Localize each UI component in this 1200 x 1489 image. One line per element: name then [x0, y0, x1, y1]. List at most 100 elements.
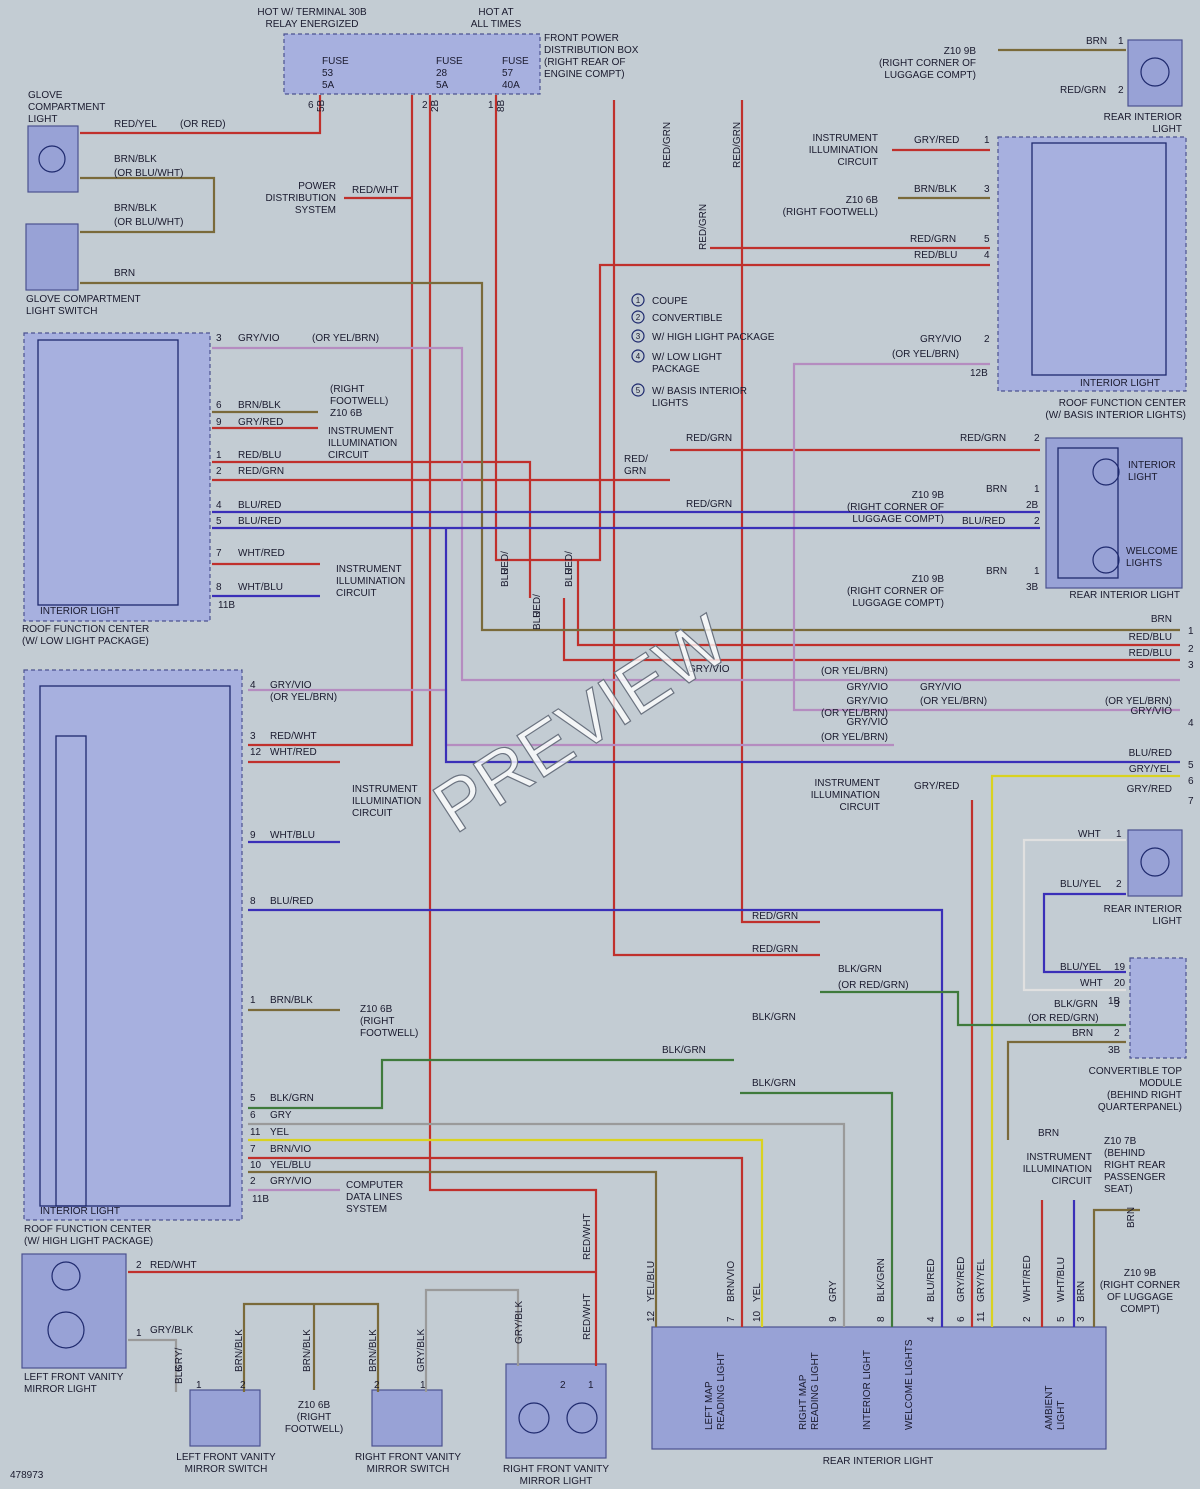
rfc-basis-wire-4: GRY/VIO	[920, 334, 962, 345]
edge-num-0: 1	[1188, 626, 1194, 637]
wire-brn-ctm	[1006, 1040, 1126, 1140]
legend-marker-0	[631, 293, 645, 307]
splice-a-w2: RED/GRN	[732, 122, 743, 168]
edge-alt: (OR YEL/BRN)	[1105, 696, 1172, 707]
rear-big-inner-1: READING LIGHT	[716, 1352, 727, 1430]
rear-top-gnd-2: LUGGAGE COMPT)	[884, 70, 976, 81]
g9b-0: Z10 9B	[1124, 1268, 1157, 1279]
wire-red-blu-feed	[494, 95, 990, 562]
wire-red-yel	[80, 95, 322, 135]
rear-top-wire-1: RED/GRN	[1060, 85, 1106, 96]
splice-c-w2-1: BLU	[564, 568, 575, 587]
lsp-w4: BLK/GRN	[752, 1012, 796, 1023]
rfc-high-wire-5: BRN/BLK	[270, 995, 313, 1006]
rear-big-wire-6: GRY/RED	[956, 1257, 967, 1302]
rfc-high-title: ROOF FUNCTION CENTER	[24, 1224, 151, 1235]
pds-0: POWER	[298, 181, 336, 192]
mid-gv1: GRY/VIO	[847, 682, 889, 693]
edge-num-6: 7	[1188, 796, 1194, 807]
wire-yel	[248, 1138, 764, 1327]
rear-big-pin-7: 11	[976, 1311, 987, 1322]
g7b-2: RIGHT REAR	[1104, 1160, 1166, 1171]
roof-function-center-basis	[997, 136, 1187, 392]
vanity-spin-4: 1	[588, 1380, 594, 1391]
rfc-high-cdls-2: SYSTEM	[346, 1204, 387, 1215]
legend-num-2: 3	[636, 332, 641, 341]
rfc-low-gnd-0: (RIGHT	[330, 384, 364, 395]
rfc-low-wire-3: RED/BLU	[238, 450, 281, 461]
rfc-low-wire-2: GRY/RED	[238, 417, 283, 428]
wire-blu-yel	[1042, 892, 1126, 974]
glove-w1b: (OR RED)	[180, 119, 226, 130]
splice-a-w3: RED/GRN	[698, 204, 709, 250]
front-power-distribution-box	[283, 33, 541, 95]
fuse-amp-1: 5A	[436, 80, 449, 91]
rear-big-pin-0: 12	[646, 1310, 657, 1322]
rfc-basis-iic-0: INSTRUMENT	[812, 133, 878, 144]
rfc-high-pin-1: 3	[250, 731, 256, 742]
rear-mid-term-1: 2B	[1026, 500, 1039, 511]
legend-num-1: 2	[636, 313, 641, 322]
rear-big-pin-3: 9	[828, 1316, 839, 1322]
wire-red-wht-vanity	[428, 95, 598, 1366]
rear-interior-light-big	[651, 1326, 1107, 1450]
left-front-vanity-mirror-light	[21, 1253, 127, 1369]
edge-wire-4: BLU/RED	[1129, 748, 1172, 759]
rear-big-wire-10: BRN	[1076, 1281, 1087, 1302]
vanity-left-light-1: MIRROR LIGHT	[24, 1384, 97, 1395]
vanity-spin-2: 2	[374, 1380, 380, 1391]
ctm-title-0: CONVERTIBLE TOP	[1089, 1066, 1183, 1077]
glove-w3: BRN/BLK	[114, 203, 157, 214]
rfc-high-wire-1: RED/WHT	[270, 731, 317, 742]
rear-lower-title-1: LIGHT	[1153, 916, 1182, 927]
edge-wire-5: GRY/YEL	[1129, 764, 1173, 775]
rear-interior-light-top	[1127, 39, 1183, 107]
rfc-low-iic2-0: INSTRUMENT	[336, 564, 402, 575]
ctm-title-3: QUARTERPANEL)	[1098, 1102, 1182, 1113]
rfc-basis-pin-2: 5	[984, 234, 990, 245]
edge-wire-2: RED/BLU	[1129, 648, 1172, 659]
rfc-low-wire-6: BLU/RED	[238, 516, 281, 527]
rear-big-inner-0: LEFT MAP	[704, 1381, 715, 1430]
rear-mid-title: REAR INTERIOR LIGHT	[1069, 590, 1180, 601]
wire-wht	[1022, 838, 1126, 992]
rear-big-wire-7: GRY/YEL	[976, 1258, 987, 1302]
rfc-low-iic2-2: CIRCUIT	[336, 588, 377, 599]
rear-big-wire-2: YEL	[752, 1283, 763, 1302]
rfc-low-wire-7: WHT/RED	[238, 548, 285, 559]
rear-top-title-1: LIGHT	[1153, 124, 1182, 135]
rear-mid-int-0: INTERIOR	[1128, 460, 1176, 471]
rfc-high-wire-0: GRY/VIO	[270, 680, 312, 691]
rfc-low-pin-3: 1	[216, 450, 222, 461]
rfc-high-wire-11: GRY/VIO	[270, 1176, 312, 1187]
vanity-left-pin-0: 2	[136, 1260, 142, 1271]
wire-blk-grn-ctm	[820, 990, 1126, 1027]
watermark: PREVIEW	[420, 600, 742, 848]
rfc-high-pin-8: 11	[250, 1127, 261, 1138]
g7b-w: BRN	[1038, 1128, 1059, 1139]
rfc-basis-gnd-1: (RIGHT FOOTWELL)	[783, 207, 878, 218]
rfc-basis-alt: (OR YEL/BRN)	[892, 349, 959, 360]
edge-wire-6: GRY/RED	[1127, 784, 1172, 795]
rear-mid-pin-2: 2	[1034, 516, 1040, 527]
rear-big-wire-4: BLK/GRN	[876, 1258, 887, 1302]
vanity-bb2: BRN/BLK	[302, 1329, 313, 1372]
rfc-low-gnd-1: FOOTWELL)	[330, 396, 388, 407]
fuse-amp-2: 40A	[502, 80, 520, 91]
legend-text2-3: PACKAGE	[652, 364, 700, 375]
vanity-left-switch-0: LEFT FRONT VANITY	[176, 1452, 276, 1463]
roof-function-center-low	[23, 332, 211, 622]
roof-function-center-high	[23, 669, 243, 1221]
ctm-pin-2: 3	[1114, 999, 1120, 1010]
wire-gry-yel	[990, 774, 1180, 1327]
rear-lower-pin-0: 1	[1116, 829, 1122, 840]
rfc-low-wire-1: BRN/BLK	[238, 400, 281, 411]
rear-mid-int-1: LIGHT	[1128, 472, 1157, 483]
rear-big-pin-10: 3	[1076, 1316, 1087, 1322]
rfc-high-pin-5: 1	[250, 995, 256, 1006]
rfc-high-iic-2: CIRCUIT	[352, 808, 393, 819]
wire-gry-vio-rfc	[212, 346, 1180, 682]
rfc-high-pin-11: 2	[250, 1176, 256, 1187]
iic-mid-2: CIRCUIT	[839, 802, 880, 813]
rfc-high-gnd-1: (RIGHT	[360, 1016, 394, 1027]
